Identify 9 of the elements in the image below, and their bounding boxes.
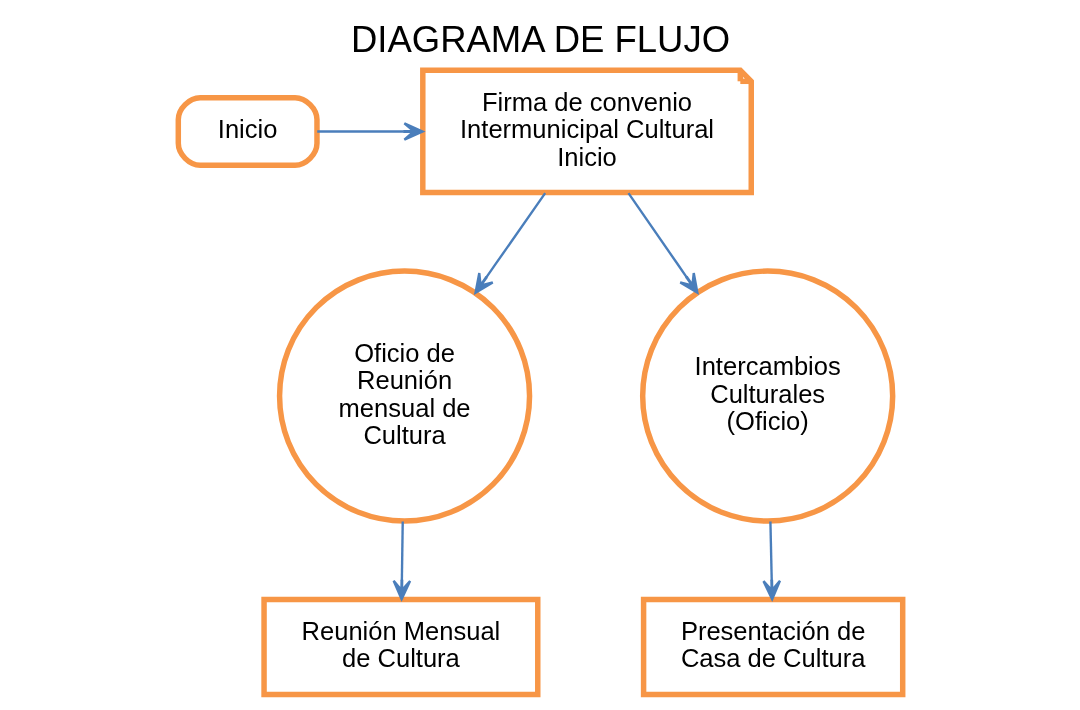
node-box: Presentación de Casa de Cultura — [640, 596, 905, 698]
arrow — [473, 192, 546, 294]
arrow — [761, 521, 781, 601]
arrow — [627, 192, 699, 294]
diagram-title: DIAGRAMA DE FLUJO — [350, 19, 730, 61]
arrow — [316, 122, 424, 141]
node-box: Reunión Mensual de Cultura — [260, 596, 540, 698]
node-box: Inicio — [175, 95, 320, 168]
arrow — [391, 521, 411, 601]
